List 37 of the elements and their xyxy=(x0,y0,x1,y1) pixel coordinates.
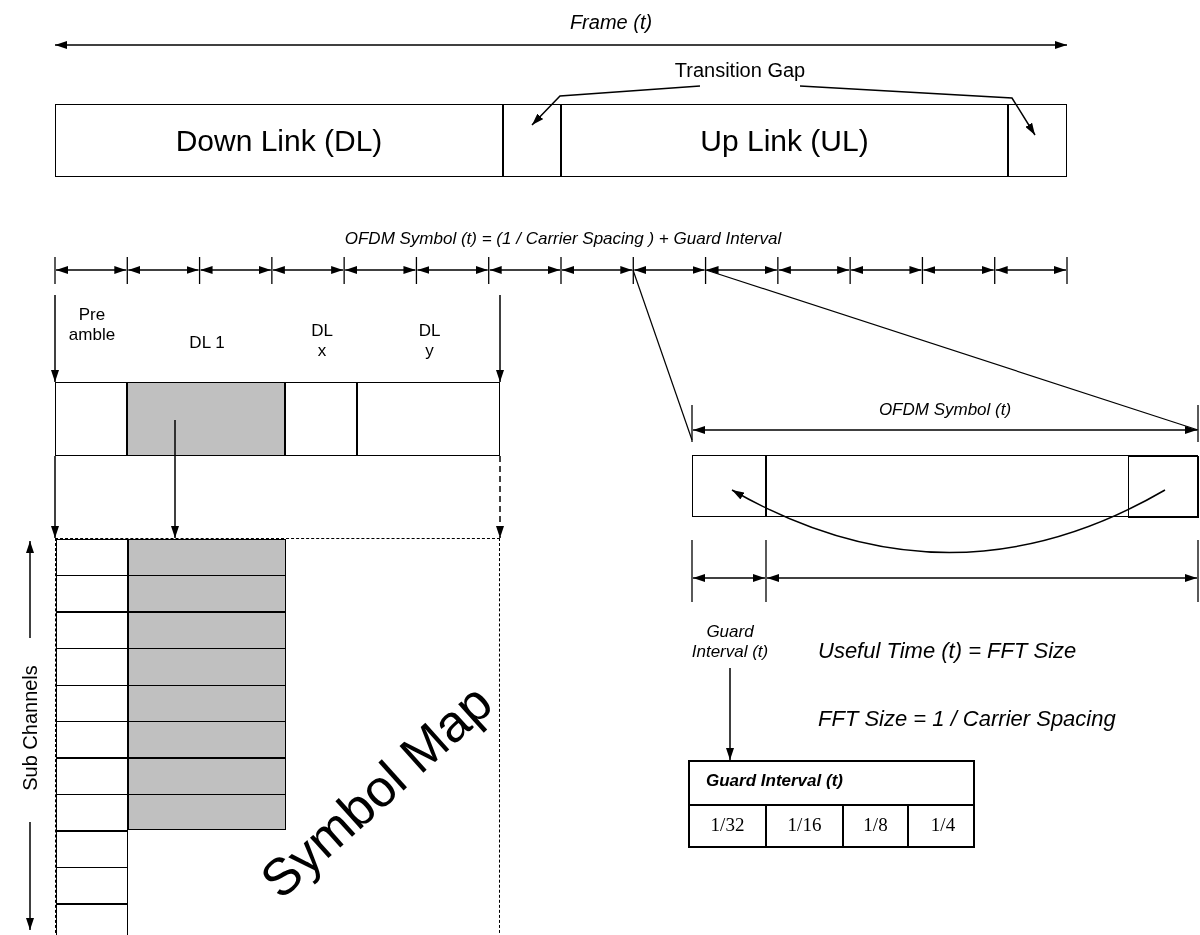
table-cell: 1/16 xyxy=(767,806,844,846)
frame-segment xyxy=(692,455,766,517)
annotation-text: FFT Size = 1 / Carrier Spacing xyxy=(818,706,1117,733)
slot-label: Pre amble xyxy=(67,305,117,346)
annotation-text: Transition Gap xyxy=(660,58,820,86)
annotation-text: Frame (t) xyxy=(568,10,654,34)
slot-label: DL 1 xyxy=(188,333,226,354)
table-cell: 1/32 xyxy=(690,806,767,846)
table-cell: 1/8 xyxy=(844,806,909,846)
frame-segment xyxy=(55,104,503,177)
arrow xyxy=(531,85,701,126)
arrow xyxy=(799,85,1036,136)
slot-label: DL y xyxy=(417,321,442,362)
table-header: Guard Interval (t) xyxy=(690,762,973,806)
table-cell-text: 1/4 xyxy=(929,813,957,837)
annotation-text: Useful Time (t) = FFT Size xyxy=(818,638,1078,665)
frame-segment xyxy=(766,455,1198,517)
frame-segment xyxy=(561,104,1008,177)
guard-interval-table xyxy=(688,760,975,848)
symbol-map-area xyxy=(55,538,500,935)
arrow xyxy=(731,489,1166,554)
symbol-tail-segment xyxy=(1128,456,1199,518)
arrow xyxy=(51,455,59,539)
dashed-arrow xyxy=(496,455,504,539)
annotation-text: OFDM Symbol (t) xyxy=(877,400,1013,421)
segment-label: Up Link (UL) xyxy=(699,122,870,159)
frame-segment xyxy=(503,104,561,177)
arrow xyxy=(726,667,734,761)
arrow xyxy=(171,419,179,539)
arrow xyxy=(496,294,504,383)
subchannel-column xyxy=(56,539,128,935)
segment-label: Down Link (DL) xyxy=(174,122,384,159)
arrow xyxy=(51,294,59,383)
frame-segment xyxy=(1008,104,1067,177)
annotation-text: Guard Interval (t) xyxy=(683,622,777,668)
annotation-text: OFDM Symbol (t) = (1 / Carrier Spacing ) + Guard Interval xyxy=(343,229,783,250)
slot-label: DL x xyxy=(310,321,334,362)
